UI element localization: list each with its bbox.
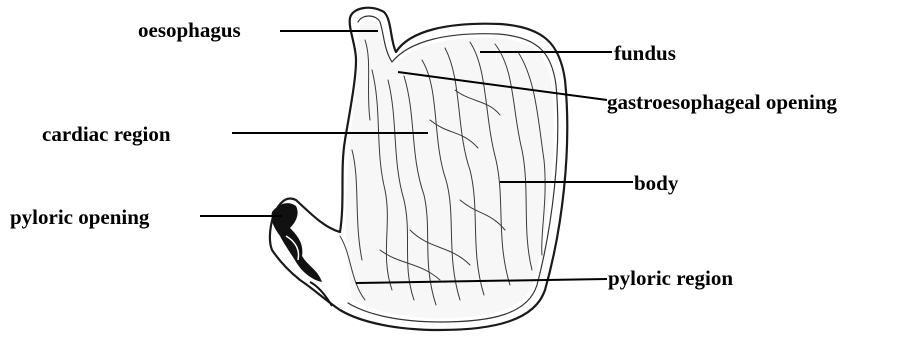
label-pyloric-region: pyloric region [608,266,733,290]
label-pyloric-opening: pyloric opening [10,205,149,229]
label-cardiac-region: cardiac region [42,122,171,146]
label-fundus: fundus [614,41,676,65]
pyloric-sphincter [271,203,332,306]
stomach-fill [345,20,553,318]
label-gastroesophageal-opening: gastroesophageal opening [607,90,837,114]
label-body: body [634,171,678,195]
label-oesophagus: oesophagus [138,18,241,42]
